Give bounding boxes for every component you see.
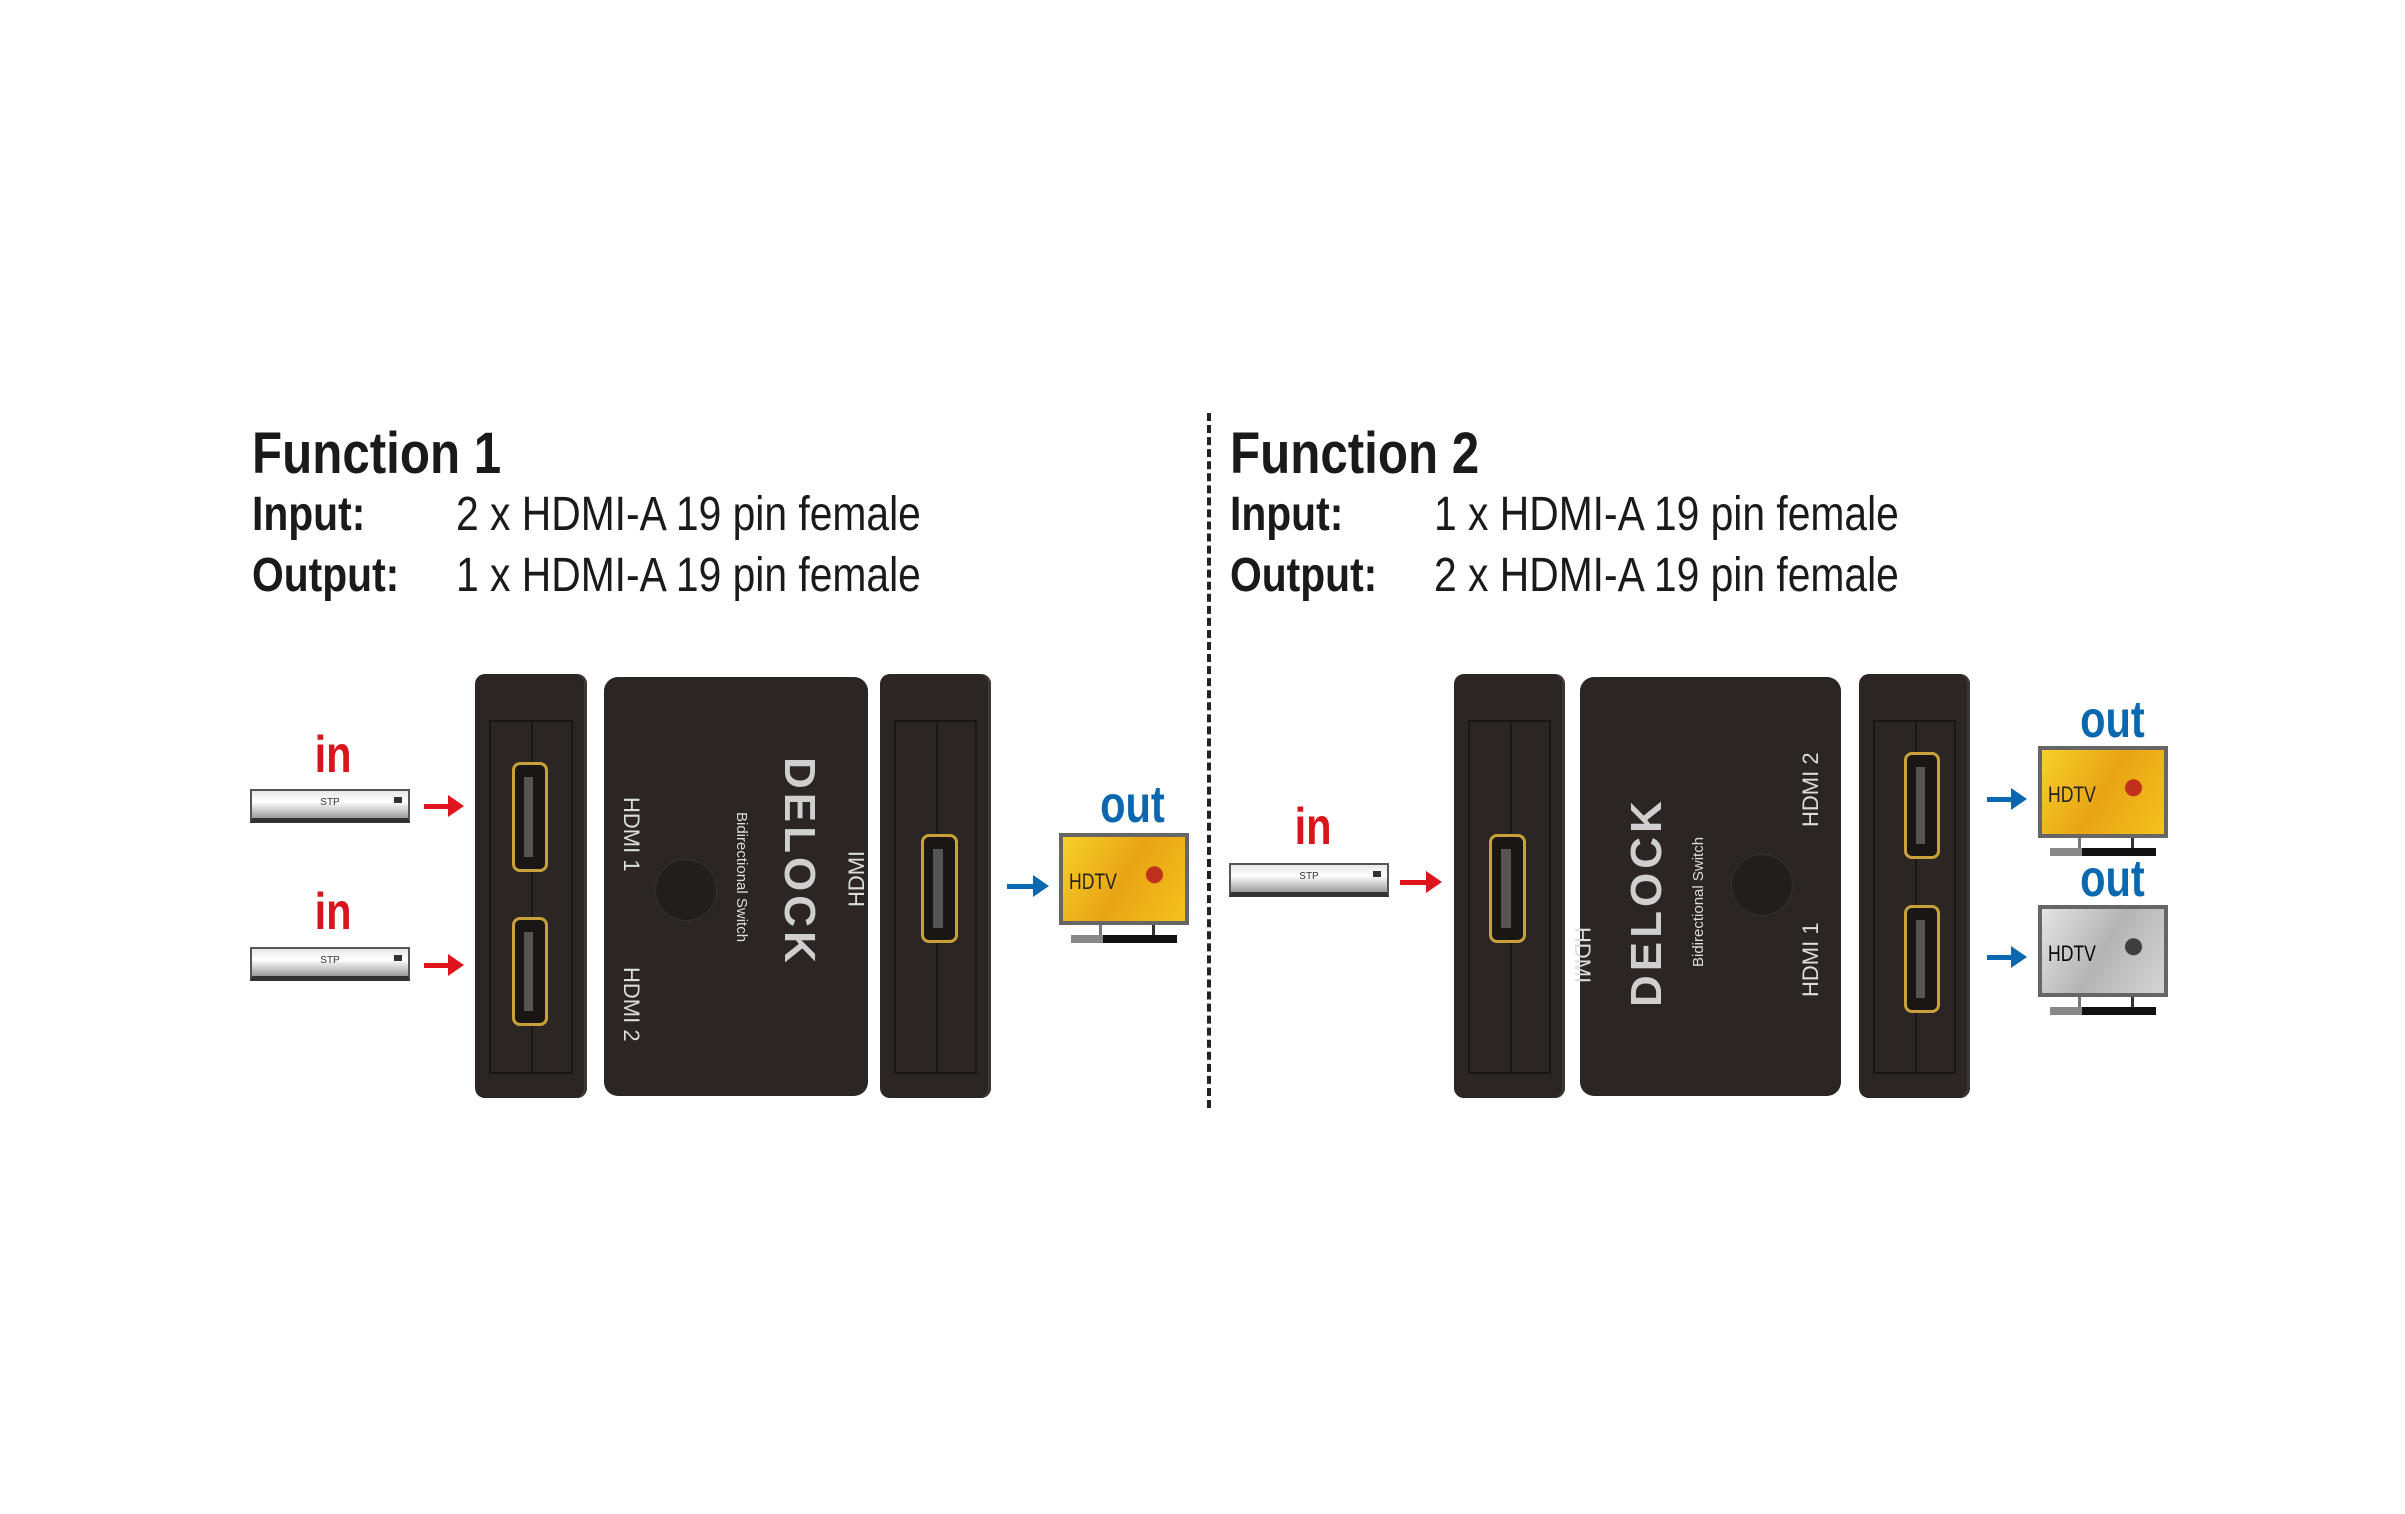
stp-box-icon: STP	[250, 789, 410, 823]
switch-button	[1732, 855, 1792, 915]
out-label: out	[2080, 691, 2145, 749]
function2-input-value: 1 x HDMI-A 19 pin female	[1434, 488, 1899, 541]
switch-side-panel	[475, 674, 587, 1098]
stp-label: STP	[320, 797, 340, 808]
port-hdmi2-label: HDMI 2	[619, 967, 644, 1042]
hdmi-port-icon	[512, 762, 548, 872]
in-label: in	[1294, 798, 1332, 856]
port-hdmi-label: HDMI	[844, 850, 869, 907]
port-hdmi1-label: HDMI 1	[619, 797, 644, 872]
out-label: out	[2080, 850, 2145, 908]
stp-box-icon: STP	[1229, 863, 1389, 897]
port-hdmi1-label: HDMI 1	[1798, 922, 1823, 997]
function2-output-value: 2 x HDMI-A 19 pin female	[1434, 549, 1899, 602]
bidirectional-switch-label: Bidirectional Switch	[1690, 836, 1707, 967]
blue-arrow-icon	[1987, 946, 2027, 968]
function2-output-label: Output:	[1230, 549, 1378, 602]
function1-input-label: Input:	[252, 488, 366, 541]
hdmi-port-icon	[1904, 905, 1940, 1013]
out-label: out	[1100, 776, 1165, 834]
function1-output-value: 1 x HDMI-A 19 pin female	[456, 549, 921, 602]
divider	[1207, 413, 1211, 1108]
red-arrow-icon	[424, 954, 464, 976]
tv-label: HDTV	[2048, 941, 2096, 966]
hdtv-icon: HDTV	[1059, 833, 1189, 943]
tv-label: HDTV	[1069, 869, 1117, 894]
in-label: in	[314, 726, 352, 784]
function1-output-label: Output:	[252, 549, 400, 602]
function1-title: Function 1	[252, 421, 502, 486]
tv-label: HDTV	[2048, 782, 2096, 807]
hdmi-port-icon	[1489, 834, 1526, 943]
in-label: in	[314, 883, 352, 941]
hdmi-port-icon	[1904, 752, 1940, 859]
switch-top-panel: HDMI 1 HDMI 2 DELOCK Bidirectional Switc…	[604, 677, 869, 1096]
red-arrow-icon	[1400, 871, 1442, 893]
delock-logo: DELOCK	[775, 757, 824, 967]
function1-input-value: 2 x HDMI-A 19 pin female	[456, 488, 921, 541]
hdmi-port-icon	[921, 834, 958, 943]
blue-arrow-icon	[1987, 788, 2027, 810]
function2-title: Function 2	[1230, 421, 1480, 486]
blue-arrow-icon	[1007, 875, 1049, 897]
switch-top-panel: HDMI DELOCK Bidirectional Switch HDMI 2 …	[1570, 677, 1841, 1096]
stp-label: STP	[320, 955, 340, 966]
hdmi-port-icon	[512, 917, 548, 1026]
switch-side-panel	[1859, 674, 1970, 1098]
hdtv-grayscale-icon: HDTV	[2038, 905, 2168, 1015]
stp-label: STP	[1299, 871, 1319, 882]
hdtv-icon: HDTV	[2038, 746, 2168, 856]
function2-input-label: Input:	[1230, 488, 1344, 541]
delock-logo: DELOCK	[1622, 797, 1671, 1007]
red-arrow-icon	[424, 795, 464, 817]
bidirectional-switch-label: Bidirectional Switch	[733, 812, 750, 943]
stp-box-icon: STP	[250, 947, 410, 981]
port-hdmi-label: HDMI	[1570, 927, 1595, 984]
switch-button	[656, 860, 716, 920]
port-hdmi2-label: HDMI 2	[1798, 752, 1823, 827]
